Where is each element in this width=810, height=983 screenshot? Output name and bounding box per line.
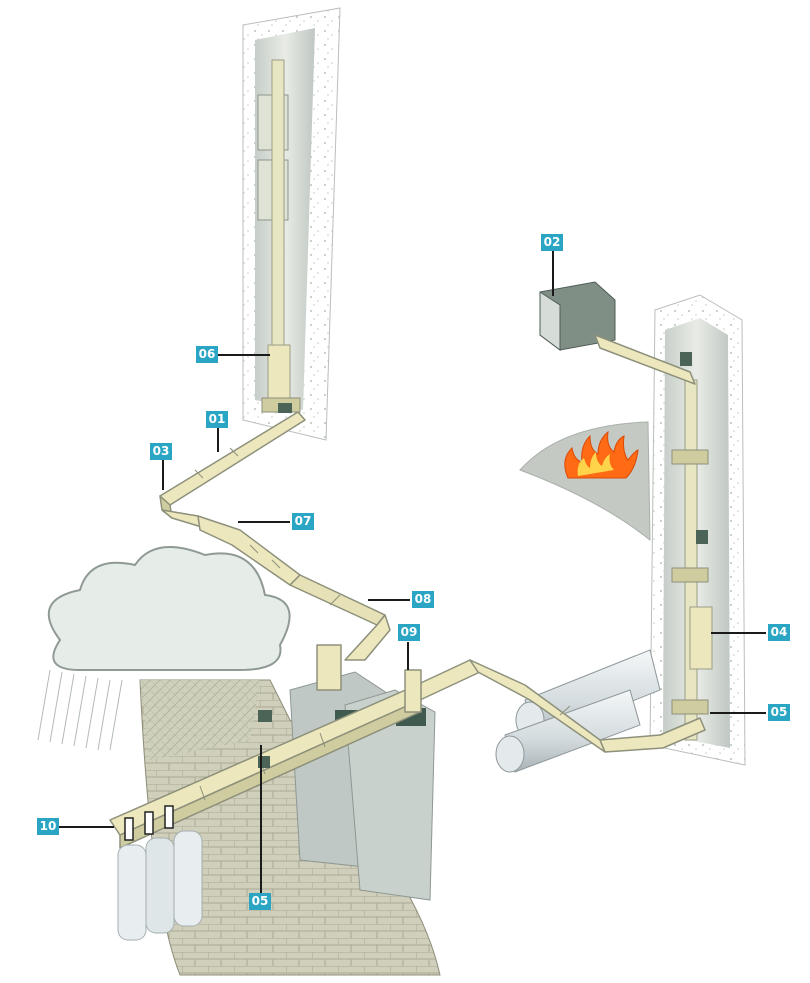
callout-line-05-bottom (260, 745, 262, 893)
fire-stop-blocks (258, 352, 708, 768)
callout-line-02 (552, 251, 554, 296)
rain-cloud (37, 546, 291, 751)
callout-line-05-right (710, 712, 766, 714)
callout-label-06: 06 (196, 346, 218, 363)
callout-label-04: 04 (768, 624, 790, 641)
callout-line-04 (711, 632, 766, 634)
callout-label-05-bottom: 05 (249, 893, 271, 910)
callout-line-06 (218, 354, 270, 356)
tray-supports (117, 805, 203, 941)
callout-label-08: 08 (412, 591, 434, 608)
callout-label-10: 10 (37, 818, 59, 835)
callout-line-01 (217, 428, 219, 452)
fire-zone (519, 421, 651, 542)
callout-line-07 (238, 521, 290, 523)
callout-label-03: 03 (150, 443, 172, 460)
left-shaft-wall (242, 7, 341, 441)
callout-line-10 (58, 826, 114, 828)
pipes (495, 649, 661, 773)
flame-icon (564, 430, 639, 479)
callout-line-03 (162, 460, 164, 490)
callout-label-05-right: 05 (768, 704, 790, 721)
callout-label-01: 01 (206, 411, 228, 428)
callout-label-02: 02 (541, 234, 563, 251)
callout-line-08 (368, 599, 410, 601)
callout-label-09: 09 (398, 624, 420, 641)
callout-label-07: 07 (292, 513, 314, 530)
junction-box (539, 281, 616, 351)
callout-line-09 (407, 642, 409, 670)
